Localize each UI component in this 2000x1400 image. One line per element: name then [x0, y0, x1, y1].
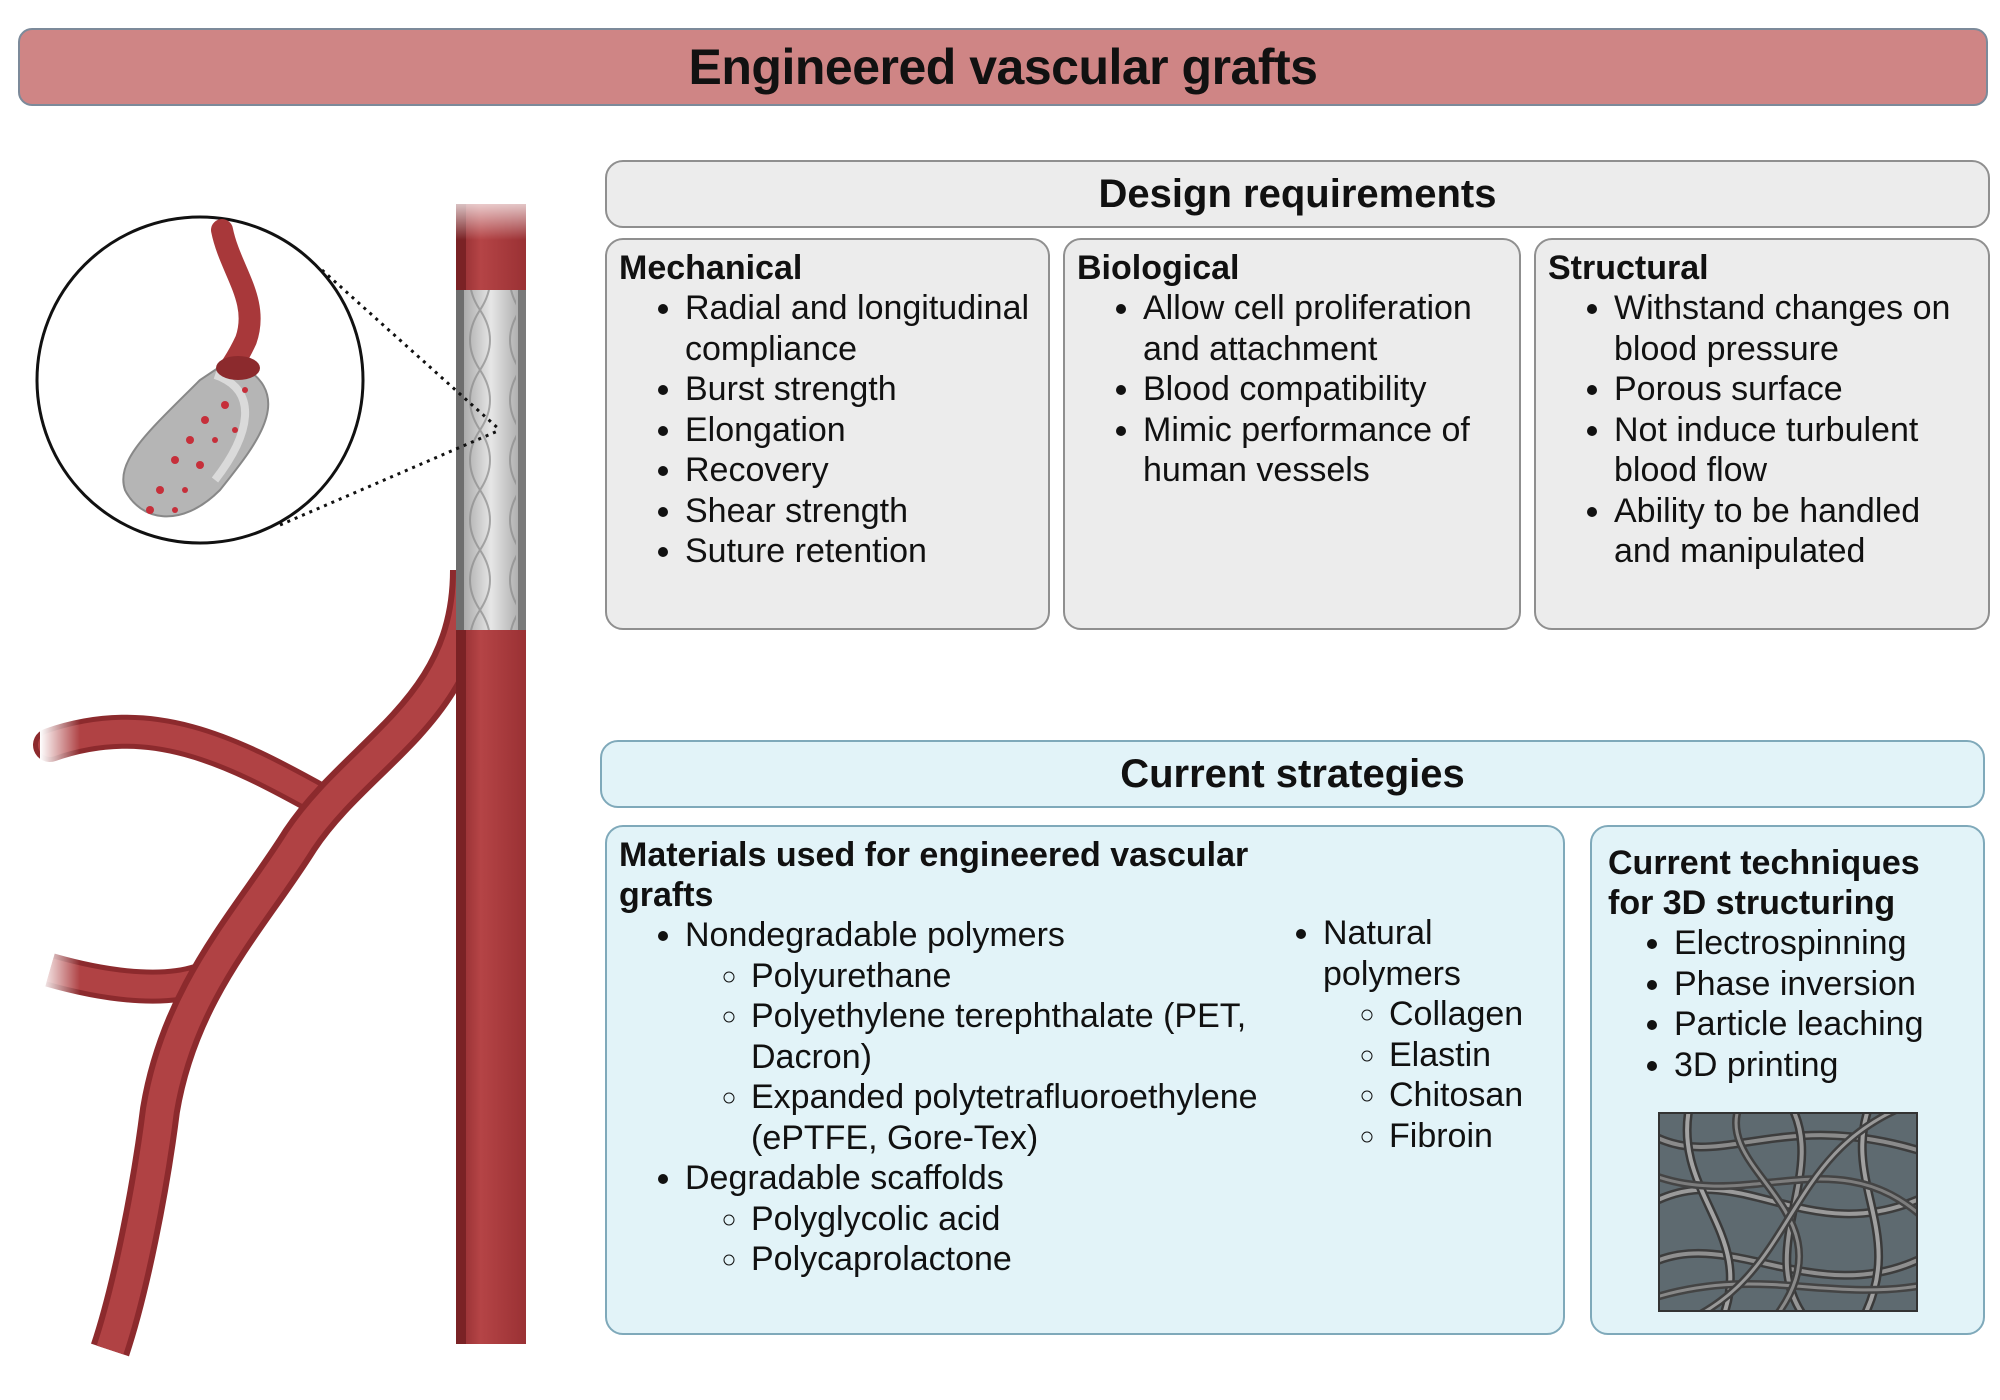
list-item: Elastin — [1389, 1035, 1557, 1076]
electrospun-fiber-image — [1658, 1112, 1918, 1312]
list-item: Ability to be handled and manipulated — [1614, 491, 1976, 572]
list-item: Porous surface — [1614, 369, 1976, 410]
natural-item: Natural polymers Collagen Elastin Chitos… — [1323, 913, 1557, 1156]
techniques-heading: Current techniques for 3D structuring — [1608, 844, 1920, 922]
current-strategies-header: Current strategies — [600, 740, 1985, 808]
list-item: Polyethylene terephthalate (PET, Dacron) — [751, 996, 1325, 1077]
list-item: Polyurethane — [751, 956, 1325, 997]
list-item: Suture retention — [685, 531, 1036, 572]
list-item: Fibroin — [1389, 1116, 1557, 1157]
structural-card: Structural Withstand changes on blood pr… — [1534, 238, 1990, 630]
list-item: Polycaprolactone — [751, 1239, 1325, 1280]
list-item: Shear strength — [685, 491, 1036, 532]
mechanical-card: Mechanical Radial and longitudinal compl… — [605, 238, 1050, 630]
biological-card: Biological Allow cell proliferation and … — [1063, 238, 1521, 630]
list-item: Not induce turbulent blood flow — [1614, 410, 1976, 491]
biological-heading: Biological — [1077, 249, 1240, 287]
mechanical-list: Radial and longitudinal compliance Burst… — [619, 288, 1036, 572]
nondegradable-item: Nondegradable polymers Polyurethane Poly… — [685, 915, 1325, 1158]
nondegradable-sublist: Polyurethane Polyethylene terephthalate … — [685, 956, 1325, 1159]
vascular-graft-illustration — [33, 190, 550, 1357]
materials-heading: Materials used for engineered vascular g… — [619, 836, 1249, 914]
degradable-item: Degradable scaffolds Polyglycolic acid P… — [685, 1158, 1325, 1280]
techniques-card: Current techniques for 3D structuring El… — [1590, 825, 1985, 1335]
materials-list: Nondegradable polymers Polyurethane Poly… — [619, 915, 1325, 1280]
title-bar: Engineered vascular grafts — [18, 28, 1988, 106]
branch-vessels — [33, 569, 490, 1357]
list-item: Allow cell proliferation and attachment — [1143, 288, 1507, 369]
mechanical-heading: Mechanical — [619, 249, 803, 287]
list-item: Particle leaching — [1674, 1004, 1967, 1045]
natural-list: Natural polymers Collagen Elastin Chitos… — [1267, 913, 1557, 1156]
zoom-inset — [35, 215, 365, 545]
list-item: Chitosan — [1389, 1075, 1557, 1116]
materials-card: Materials used for engineered vascular g… — [605, 825, 1565, 1335]
list-item: Withstand changes on blood pressure — [1614, 288, 1976, 369]
list-item: 3D printing — [1674, 1045, 1967, 1086]
graft-segment — [456, 290, 526, 630]
list-item: Radial and longitudinal compliance — [685, 288, 1036, 369]
list-item: Phase inversion — [1674, 964, 1967, 1005]
list-item: Expanded polytetrafluoroethylene (ePTFE,… — [751, 1077, 1325, 1158]
natural-polymers-column: Natural polymers Collagen Elastin Chitos… — [1267, 913, 1557, 1156]
design-requirements-header: Design requirements — [605, 160, 1990, 228]
structural-list: Withstand changes on blood pressure Poro… — [1548, 288, 1976, 572]
list-item: Recovery — [685, 450, 1036, 491]
list-item: Elongation — [685, 410, 1036, 451]
list-item: Polyglycolic acid — [751, 1199, 1325, 1240]
structural-heading: Structural — [1548, 249, 1709, 287]
list-item: Collagen — [1389, 994, 1557, 1035]
natural-sublist: Collagen Elastin Chitosan Fibroin — [1323, 994, 1557, 1156]
list-item: Blood compatibility — [1143, 369, 1507, 410]
biological-list: Allow cell proliferation and attachment … — [1077, 288, 1507, 491]
list-item: Electrospinning — [1674, 923, 1967, 964]
techniques-list: Electrospinning Phase inversion Particle… — [1608, 923, 1967, 1085]
page-title: Engineered vascular grafts — [688, 39, 1318, 95]
degradable-sublist: Polyglycolic acid Polycaprolactone — [685, 1199, 1325, 1280]
list-item: Mimic performance of human vessels — [1143, 410, 1507, 491]
list-item: Burst strength — [685, 369, 1036, 410]
